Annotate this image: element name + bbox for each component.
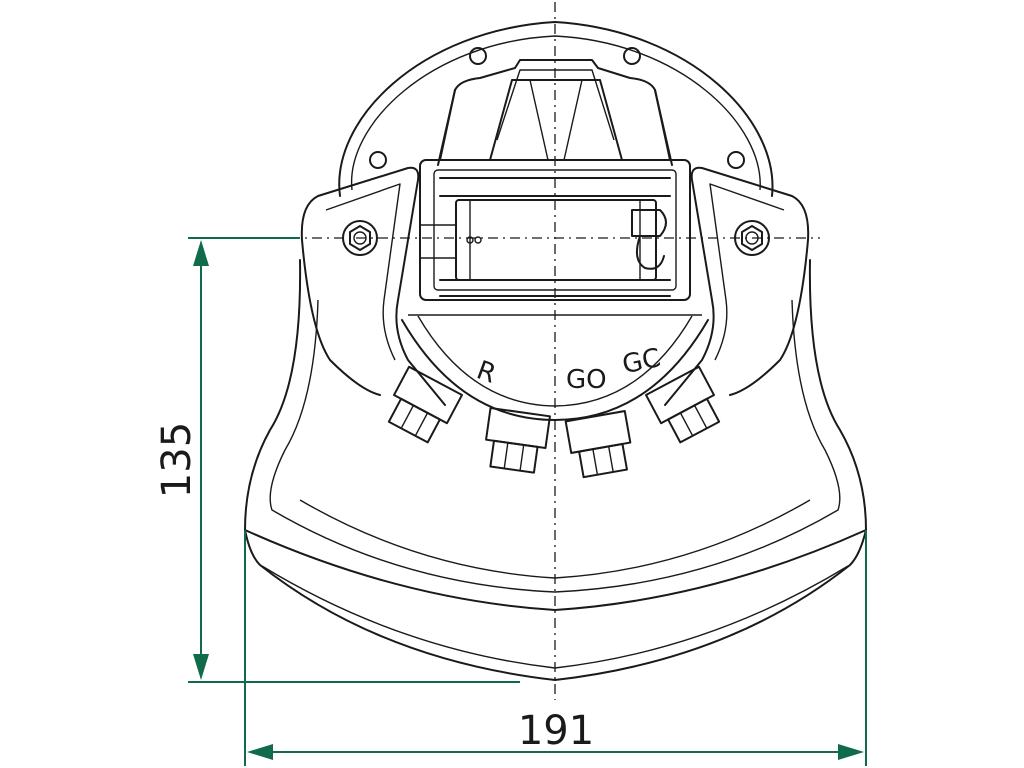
mounting-hole [369, 151, 387, 169]
connector-plug [645, 365, 721, 444]
connector-plug [564, 410, 632, 479]
mounting-hole [623, 47, 641, 65]
socket-label-gc: GC [620, 343, 664, 380]
mounting-hole [727, 151, 745, 169]
center-lines [290, 2, 820, 700]
width-dimension-value: 191 [518, 708, 594, 754]
connector-plug [485, 406, 551, 474]
width-dimension [244, 530, 867, 766]
housing-shell [244, 166, 867, 681]
socket-label-r: R [473, 355, 500, 389]
mounting-hole [469, 47, 487, 65]
height-dimension-value: 135 [154, 422, 200, 498]
connector-plug [387, 365, 463, 444]
top-bracket [437, 59, 673, 166]
socket-label-go: GO [566, 365, 607, 395]
flange [338, 21, 774, 197]
height-dimension [188, 237, 520, 683]
